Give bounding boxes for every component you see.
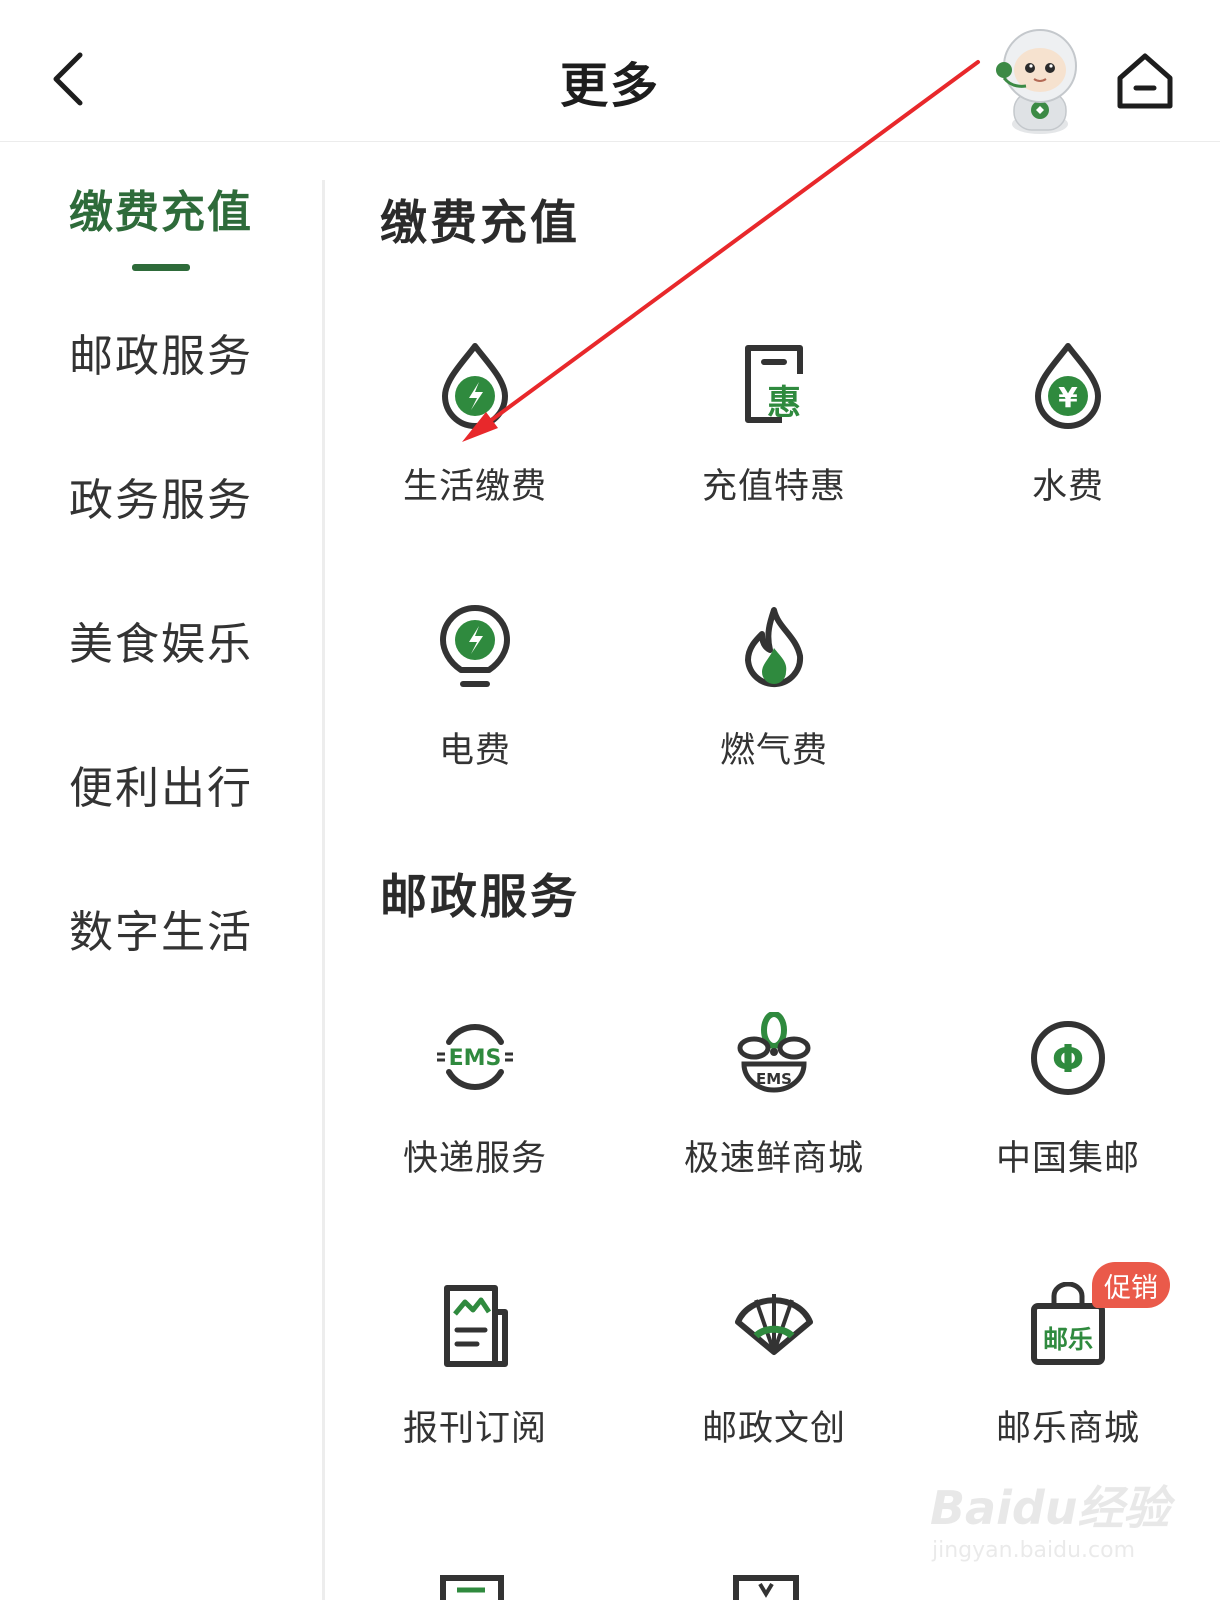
tile-label: 快递服务 [402,1139,547,1179]
promo-badge: 促销 [1092,1262,1170,1308]
sidebar-item-label: 缴费充值 [69,187,253,238]
sidebar-item-label: 邮政服务 [69,331,253,382]
tile-express[interactable]: EMS 快递服务 [325,1012,625,1242]
sidebar-item-payment[interactable]: 缴费充值 [0,158,322,271]
partial-document-icon [440,1575,504,1600]
svg-text:EMS: EMS [756,1070,792,1088]
tile-label: 极速鲜商城 [683,1139,864,1179]
tile-label: 水费 [1031,467,1104,507]
tile-electricity-fee[interactable]: 电费 [325,604,625,834]
sidebar-divider [322,180,325,1600]
sidebar-item-government[interactable]: 政务服务 [0,446,322,546]
sidebar-item-digital[interactable]: 数字生活 [0,878,322,978]
watermark-logo: Baidu经验 [930,1481,1170,1535]
tile-gas-fee[interactable]: 燃气费 [624,604,924,834]
tile-postal-creative[interactable]: 邮政文创 [624,1282,924,1512]
sidebar-item-label: 政务服务 [69,475,253,526]
partial-box-icon [733,1575,799,1600]
assistant-robot-icon[interactable] [990,26,1090,134]
tile-recharge-discount[interactable]: 惠 充值特惠 [624,340,924,570]
header-bar: 更多 [0,0,1220,142]
shopping-bag-icon: 邮乐 [1031,1282,1105,1365]
tile-label: 燃气费 [719,731,828,771]
sidebar-item-postal[interactable]: 邮政服务 [0,302,322,402]
section-title-postal: 邮政服务 [380,870,580,925]
lightning-drop-icon [442,343,508,429]
tile-label: 邮政文创 [701,1409,846,1449]
home-button[interactable] [1112,48,1178,114]
section-title-payment: 缴费充值 [380,196,580,251]
chevron-left-icon [53,52,83,106]
svg-text:EMS: EMS [449,1046,502,1071]
flame-icon [745,607,804,687]
tile-label: 电费 [438,731,511,771]
discount-card-icon: 惠 [745,345,803,423]
tile-youle-mall[interactable]: 邮乐 邮乐商城 [918,1282,1218,1512]
sidebar-item-label: 美食娱乐 [69,619,253,670]
baidu-watermark: Baidu经验 jingyan.baidu.com [930,1472,1170,1582]
tile-china-stamps[interactable]: Φ 中国集邮 [918,1012,1218,1242]
tile-label: 充值特惠 [701,467,846,507]
sidebar-item-travel[interactable]: 便利出行 [0,734,322,834]
tile-life-payment[interactable]: 生活缴费 [325,340,625,570]
tile-label: 中国集邮 [995,1139,1140,1179]
svg-text:惠: 惠 [767,383,801,423]
active-indicator [132,264,190,271]
tile-ems-fresh-mall[interactable]: EMS 极速鲜商城 [624,1012,924,1242]
sidebar-item-label: 数字生活 [69,907,253,958]
tile-label: 报刊订阅 [402,1409,547,1449]
sidebar-item-label: 便利出行 [69,763,253,814]
lightbulb-icon [440,605,510,687]
back-button[interactable] [38,44,98,114]
watermark-url: jingyan.baidu.com [932,1538,1136,1563]
svg-text:Φ: Φ [1052,1037,1084,1081]
tile-label: 邮乐商城 [995,1409,1140,1449]
tile-newspaper[interactable]: 报刊订阅 [325,1282,625,1512]
svg-text:邮乐: 邮乐 [1043,1325,1093,1354]
tile-water-fee[interactable]: ¥ 水费 [918,340,1218,570]
sidebar-item-food[interactable]: 美食娱乐 [0,590,322,690]
ems-fresh-icon: EMS [737,1012,811,1093]
fan-icon [735,1294,813,1355]
newspaper-icon [444,1285,508,1367]
tile-label: 生活缴费 [402,467,547,507]
category-sidebar: 缴费充值 邮政服务 政务服务 美食娱乐 便利出行 数字生活 [0,142,324,1600]
stamp-coin-icon: Φ [1031,1021,1105,1095]
yuan-drop-icon: ¥ [1035,343,1101,429]
home-icon [1117,53,1173,109]
svg-text:¥: ¥ [1058,381,1078,414]
ems-icon: EMS [437,1023,513,1091]
